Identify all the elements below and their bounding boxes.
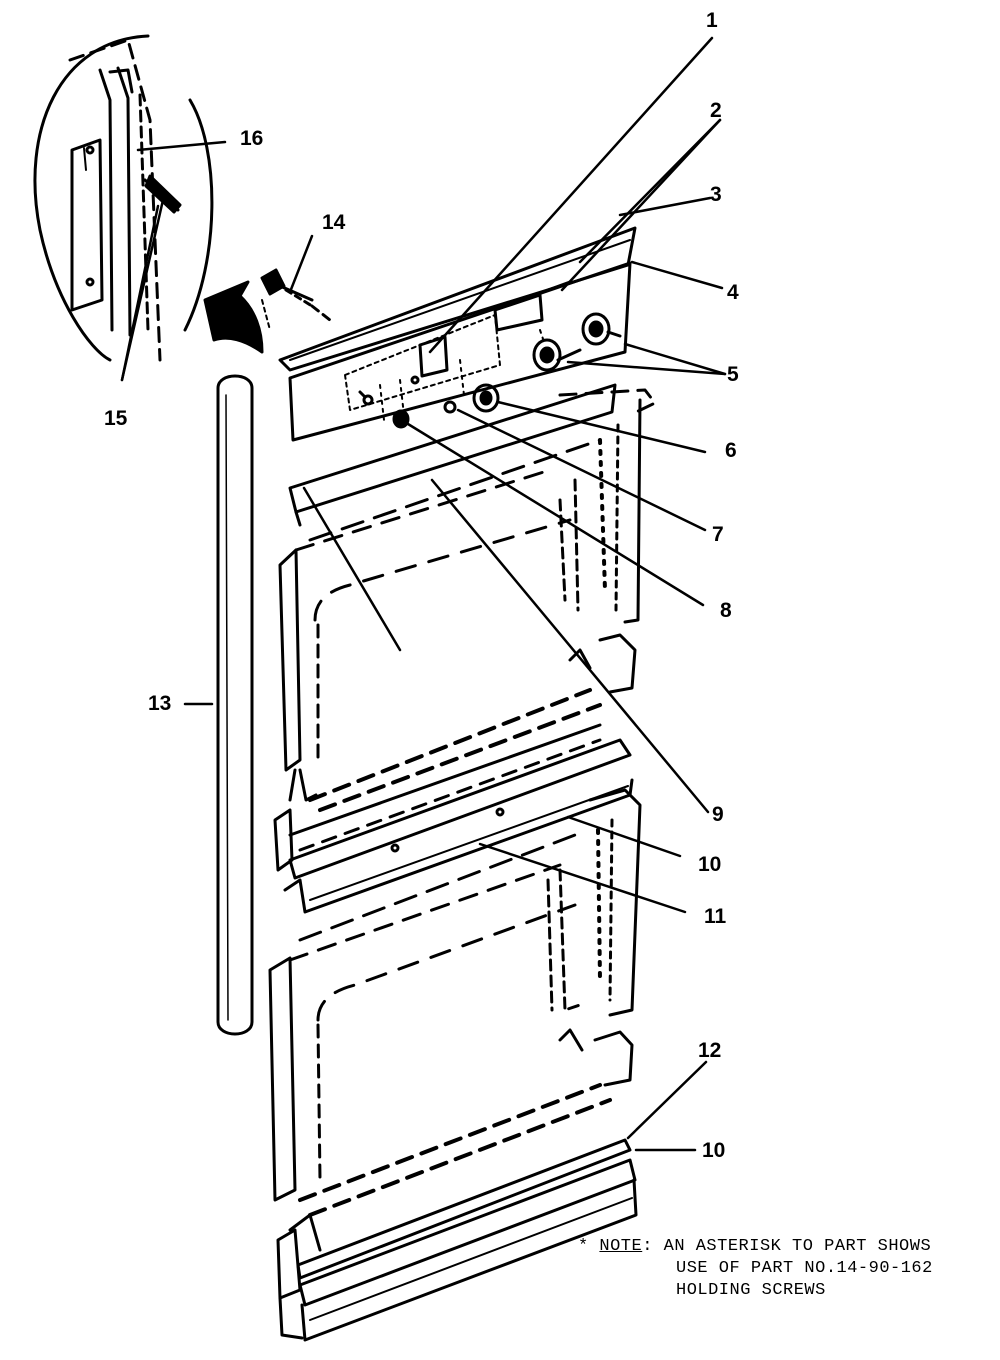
callout-3: 3 [710,183,722,206]
note-line-1-text: AN ASTERISK TO PART SHOWS [652,1237,932,1256]
note-line-1: * NOTE: AN ASTERISK TO PART SHOWS [578,1236,933,1258]
callout-16: 16 [240,127,264,150]
detail-inset [33,34,214,362]
bottom-trim [276,1138,638,1342]
callout-7: 7 [712,523,724,546]
note-colon: : [642,1237,653,1256]
callout-10-upper: 10 [698,853,722,876]
middle-channels [273,723,634,914]
control-panel [278,226,637,442]
callout-11: 11 [704,905,727,928]
callout-2: 2 [710,99,722,122]
callout-5: 5 [727,363,739,386]
note-word: NOTE [599,1237,643,1256]
upper-door-frame [278,383,657,812]
callout-4: 4 [727,281,739,304]
callout-leaders [120,36,727,1152]
callout-15: 15 [104,407,128,430]
note-asterisk: * [578,1237,589,1256]
lower-door-frame [268,788,642,1252]
callout-10-lower: 10 [702,1139,726,1162]
callout-6: 6 [725,439,737,462]
knobs-and-bushings [362,312,622,429]
callout-9: 9 [712,803,724,826]
callout-12: 12 [698,1039,722,1062]
asterisk-note: * NOTE: AN ASTERISK TO PART SHOWS USE OF… [578,1236,933,1302]
callout-14: 14 [322,211,346,234]
door-clip-part [260,268,332,331]
note-line-2: USE OF PART NO.14-90-162 [676,1259,933,1278]
detail-arrow [203,280,264,354]
callout-8: 8 [720,599,732,622]
note-line-3: HOLDING SCREWS [676,1281,826,1300]
callout-13: 13 [148,692,172,715]
callout-1: 1 [706,9,718,32]
door-handle-13 [216,374,254,1036]
